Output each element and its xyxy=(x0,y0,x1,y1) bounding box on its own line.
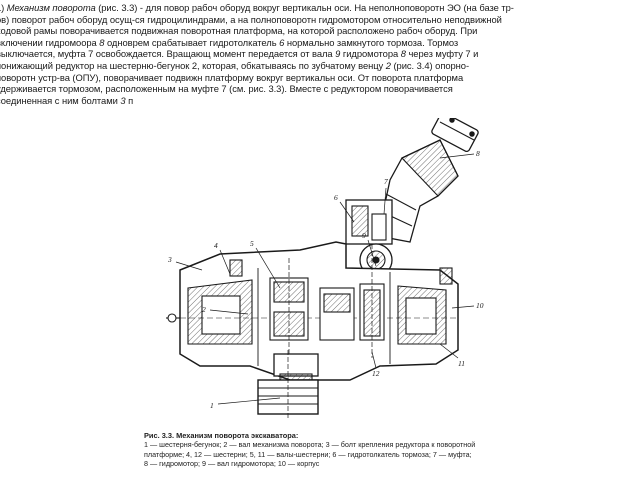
text-run: включении гидромоора xyxy=(0,36,100,48)
text-line: включении гидромоора 8 одноврем срабатыв… xyxy=(0,37,640,49)
gearbox-housing xyxy=(179,241,459,381)
text-line: поворотн устр-ва (ОПУ), поворачивает под… xyxy=(0,72,640,84)
text-line: ов) поворот рабоч оборуд осущ-ся гидроци… xyxy=(0,14,640,26)
text-run: удерживается тормозом, расположенным на … xyxy=(0,83,453,95)
text-line: ходовой рамы поворачивается подвижная по… xyxy=(0,25,640,37)
text-run: ов) поворот рабоч оборуд осущ-ся гидроци… xyxy=(0,13,502,25)
text-italic: 8 xyxy=(400,48,406,60)
text-italic: 8 xyxy=(99,36,105,48)
text-run: гидромотора xyxy=(340,48,401,60)
text-line: понижающий редуктор на шестерню-бегунок … xyxy=(0,60,640,72)
text-italic: 9 xyxy=(335,48,341,60)
callout-label: 7 xyxy=(384,177,388,186)
text-run: (рис. 3.3) - для повор рабоч оборуд вокр… xyxy=(95,2,514,13)
text-line: 1) Механизм поворота (рис. 3.3) - для по… xyxy=(0,2,640,14)
text-run: понижающий редуктор на шестерню-бегунок … xyxy=(0,59,386,71)
callout-label: 9 xyxy=(362,231,366,240)
reducer-gears xyxy=(269,244,385,358)
text-italic: Механизм поворота xyxy=(6,2,96,13)
text-line: соединенная с ним болтами 3 п xyxy=(0,95,640,107)
callout-label: 6 xyxy=(334,193,338,202)
figure-caption: Рис. 3.3. Механизм поворота экскаватора:… xyxy=(144,431,514,468)
technical-drawing-svg: 8 7 6 5 4 3 2 1 12 11 10 9 xyxy=(166,118,484,418)
text-line: выключается, муфта 7 освобождается. Вращ… xyxy=(0,48,640,60)
body-text: 1) Механизм поворота (рис. 3.3) - для по… xyxy=(0,2,640,106)
caption-title: Рис. 3.3. Механизм поворота экскаватора: xyxy=(144,431,299,440)
callout-label: 4 xyxy=(214,241,218,250)
brake-assembly xyxy=(345,199,393,277)
text-italic: 6 xyxy=(279,36,285,48)
output-shaft xyxy=(257,350,319,418)
text-italic: 2 xyxy=(385,59,391,71)
text-run: выключается, муфта 7 освобождается. Вращ… xyxy=(0,48,336,60)
text-italic: 3 xyxy=(120,94,126,106)
callout-label: 3 xyxy=(167,255,172,264)
text-run: через муфту 7 и xyxy=(405,48,479,60)
text-line: удерживается тормозом, расположенным на … xyxy=(0,83,640,95)
callout-label: 5 xyxy=(250,239,254,248)
callout-label: 11 xyxy=(458,359,465,368)
text-run: соединенная с ним болтами xyxy=(0,94,121,106)
callout-label: 10 xyxy=(476,301,484,310)
callout-label: 2 xyxy=(202,305,206,314)
text-run: одноврем срабатывает гидротолкатель xyxy=(104,36,280,48)
hydraulic-motor xyxy=(377,118,479,243)
callout-leaders xyxy=(175,153,475,405)
caption-line: платформе; 4, 12 — шестерни; 5, 11 — вал… xyxy=(144,449,472,459)
caption-line: 8 — гидромотор; 9 — вал гидромотора; 10 … xyxy=(144,458,320,468)
slewing-mechanism-drawing: 8 7 6 5 4 3 2 1 12 11 10 9 xyxy=(140,118,500,420)
text-run: (рис. 3.4) опорно- xyxy=(390,59,470,71)
text-run: 1) xyxy=(0,2,5,13)
text-run: ходовой рамы поворачивается подвижная по… xyxy=(0,25,478,37)
text-run: п xyxy=(125,94,134,106)
caption-line: 1 — шестерня-бегунок; 2 — вал механизма … xyxy=(144,440,476,450)
callout-label: 12 xyxy=(372,369,380,378)
callout-label: 1 xyxy=(210,401,214,410)
text-run: поворотн устр-ва (ОПУ), поворачивает под… xyxy=(0,71,464,83)
text-run: нормально замкнутого тормоза. Тормоз xyxy=(284,36,459,48)
mounting-flange xyxy=(166,259,453,323)
callout-label: 8 xyxy=(476,149,480,158)
